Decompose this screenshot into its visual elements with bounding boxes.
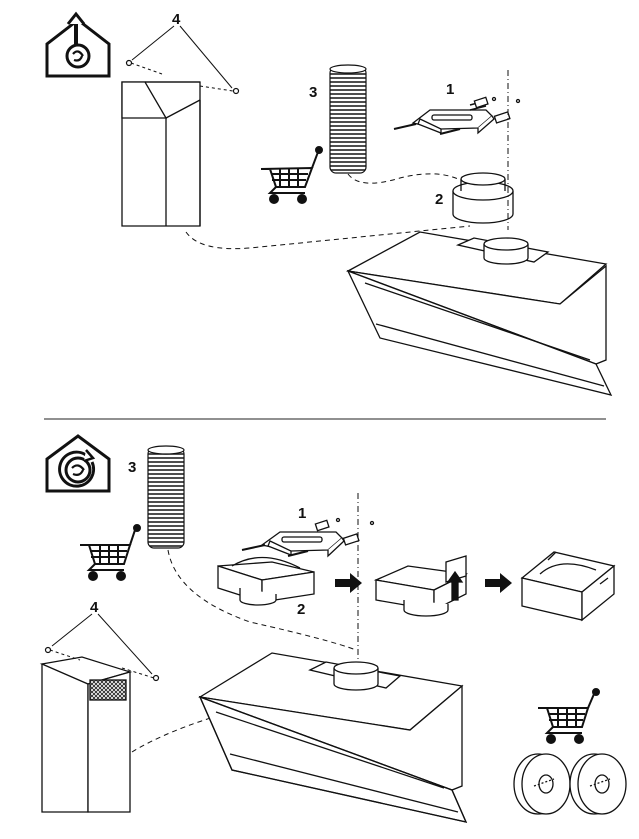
mounting-bracket <box>241 517 375 558</box>
recirculation-house-icon <box>45 434 111 493</box>
leader-lines <box>130 25 234 92</box>
mounting-bracket <box>393 96 521 135</box>
duct-adapter <box>452 172 514 224</box>
ducted-section: 4 3 <box>45 11 613 396</box>
chimney-cover <box>39 656 133 813</box>
carbon-filter-icon <box>513 753 571 815</box>
label-screws: 4 <box>172 11 181 28</box>
right-arrow-icon <box>335 573 362 593</box>
shopping-cart-icon <box>538 688 600 744</box>
shopping-cart-icon <box>260 146 323 204</box>
cooker-hood <box>345 231 613 396</box>
right-arrow-icon <box>485 573 512 593</box>
deflector-assembled <box>520 551 616 622</box>
label-hose: 3 <box>309 84 317 101</box>
connection-lines <box>131 549 357 753</box>
label-screws: 4 <box>90 599 99 616</box>
label-adapter: 2 <box>435 191 443 208</box>
cooker-hood <box>198 652 468 823</box>
flexible-hose <box>147 445 185 549</box>
label-bracket: 1 <box>446 81 454 98</box>
screw <box>44 646 160 682</box>
label-adapter: 2 <box>297 601 305 618</box>
label-hose: 3 <box>128 459 136 476</box>
screw <box>125 59 240 95</box>
carbon-filter-icon <box>569 753 627 815</box>
connection-lines <box>185 173 471 250</box>
shopping-cart-icon <box>80 524 141 581</box>
deflector-assembly-step <box>373 555 469 617</box>
ducted-extraction-house-icon <box>45 11 111 78</box>
label-bracket: 1 <box>298 505 306 522</box>
recirculation-section: 3 1 <box>39 434 627 823</box>
chimney-cover <box>121 81 201 227</box>
deflector-adapter <box>217 556 315 606</box>
flexible-hose <box>329 64 367 174</box>
leader-lines <box>49 613 155 679</box>
